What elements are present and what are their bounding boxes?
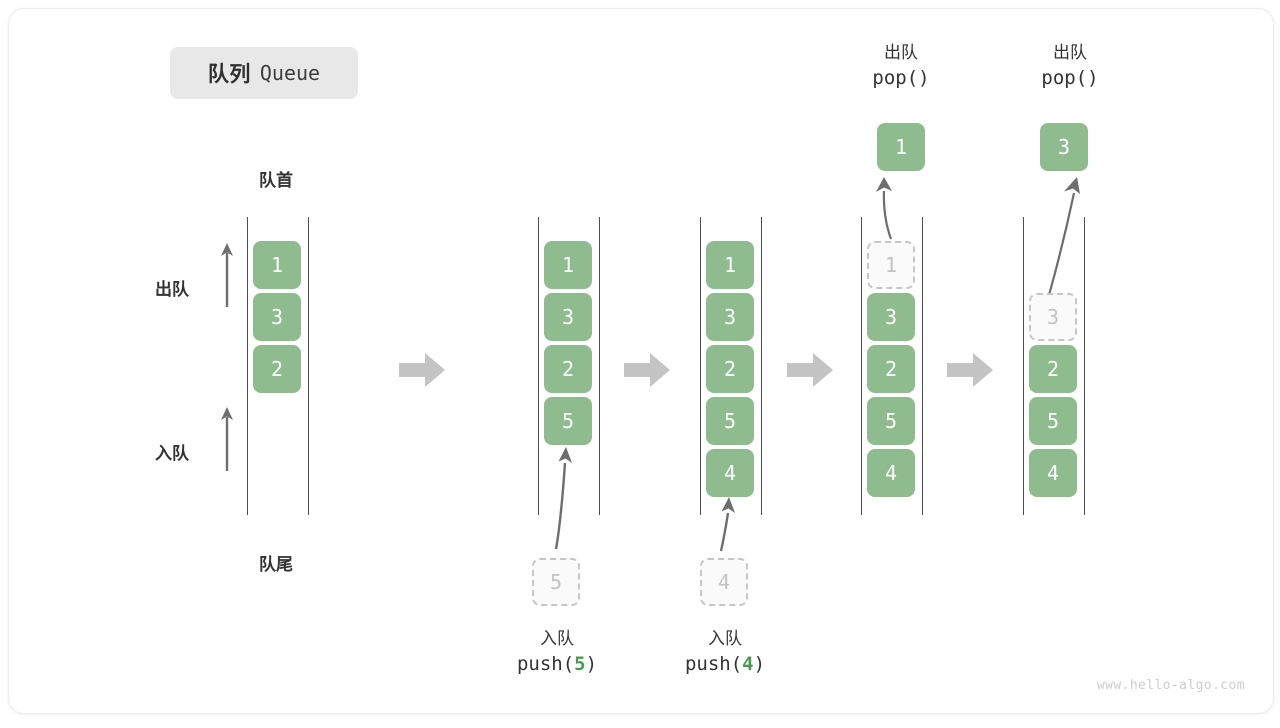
queue-rail-left-2 (538, 217, 539, 515)
queue-cell: 4 (867, 449, 915, 497)
queue-head-label: 队首 (259, 171, 293, 190)
queue-cell: 2 (1029, 345, 1077, 393)
queue-cell: 3 (544, 293, 592, 341)
pop-3-caption: 出队 pop() (1000, 41, 1140, 92)
pop-3-caption-code: pop() (1041, 67, 1099, 90)
queue-cell: 5 (706, 397, 754, 445)
queue-cell: 5 (867, 397, 915, 445)
pop-3-caption-cn: 出队 (1053, 43, 1087, 62)
push-arrow-icon (719, 497, 735, 552)
queue-cell: 4 (706, 449, 754, 497)
push-4-caption: 入队 push(4) (645, 627, 805, 678)
title-en: Queue (259, 61, 321, 85)
diagram-canvas: 队列 Queue 队首 队尾 出队 入队 1 3 2 1 3 2 5 5 入队 … (8, 8, 1274, 714)
queue-cell: 1 (253, 241, 301, 289)
popped-element: 1 (877, 123, 925, 171)
queue-cell: 2 (706, 345, 754, 393)
step-arrow-icon (624, 353, 670, 387)
popped-element: 3 (1040, 123, 1088, 171)
queue-cell: 3 (706, 293, 754, 341)
dequeue-direction-label: 出队 (155, 280, 189, 299)
pop-1-caption: 出队 pop() (831, 41, 971, 92)
queue-cell: 2 (544, 345, 592, 393)
queue-rail-left-5 (1023, 217, 1024, 515)
queue-cell: 4 (1029, 449, 1077, 497)
push-4-caption-code: push(4) (684, 653, 766, 676)
queue-cell: 3 (1029, 293, 1077, 341)
queue-rail-left-4 (861, 217, 862, 515)
pop-arrow-icon (876, 177, 893, 240)
push-5-caption-cn: 入队 (540, 629, 574, 648)
queue-cell: 3 (253, 293, 301, 341)
queue-rail-right-4 (922, 217, 923, 515)
queue-rail-right-1 (308, 217, 309, 515)
queue-rail-left-3 (700, 217, 701, 515)
incoming-element: 5 (532, 558, 580, 606)
push-5-caption-code: push(5) (516, 653, 598, 676)
queue-cell: 2 (253, 345, 301, 393)
push-5-caption: 入队 push(5) (477, 627, 637, 678)
push-4-caption-cn: 入队 (708, 629, 742, 648)
pop-1-caption-cn: 出队 (884, 43, 918, 62)
queue-cell: 1 (706, 241, 754, 289)
title-badge: 队列 Queue (170, 47, 358, 99)
step-arrow-icon (947, 353, 993, 387)
queue-cell: 1 (867, 241, 915, 289)
queue-cell: 1 (544, 241, 592, 289)
queue-rail-right-2 (599, 217, 600, 515)
dequeue-direction-arrow-icon (221, 243, 233, 307)
queue-cell: 3 (867, 293, 915, 341)
queue-cell: 5 (544, 397, 592, 445)
queue-rail-right-5 (1084, 217, 1085, 515)
enqueue-direction-arrow-icon (221, 407, 233, 471)
queue-tail-label: 队尾 (259, 555, 293, 574)
enqueue-direction-label: 入队 (155, 444, 189, 463)
title-cn: 队列 (207, 63, 251, 86)
watermark: www.hello-algo.com (1096, 678, 1245, 693)
pop-1-caption-code: pop() (872, 67, 930, 90)
queue-rail-right-3 (761, 217, 762, 515)
queue-cell: 2 (867, 345, 915, 393)
step-arrow-icon (787, 353, 833, 387)
queue-cell: 5 (1029, 397, 1077, 445)
step-arrow-icon (399, 353, 445, 387)
push-arrow-icon (554, 447, 572, 550)
incoming-element: 4 (700, 558, 748, 606)
queue-rail-left-1 (247, 217, 248, 515)
pop-arrow-icon (1047, 177, 1080, 296)
